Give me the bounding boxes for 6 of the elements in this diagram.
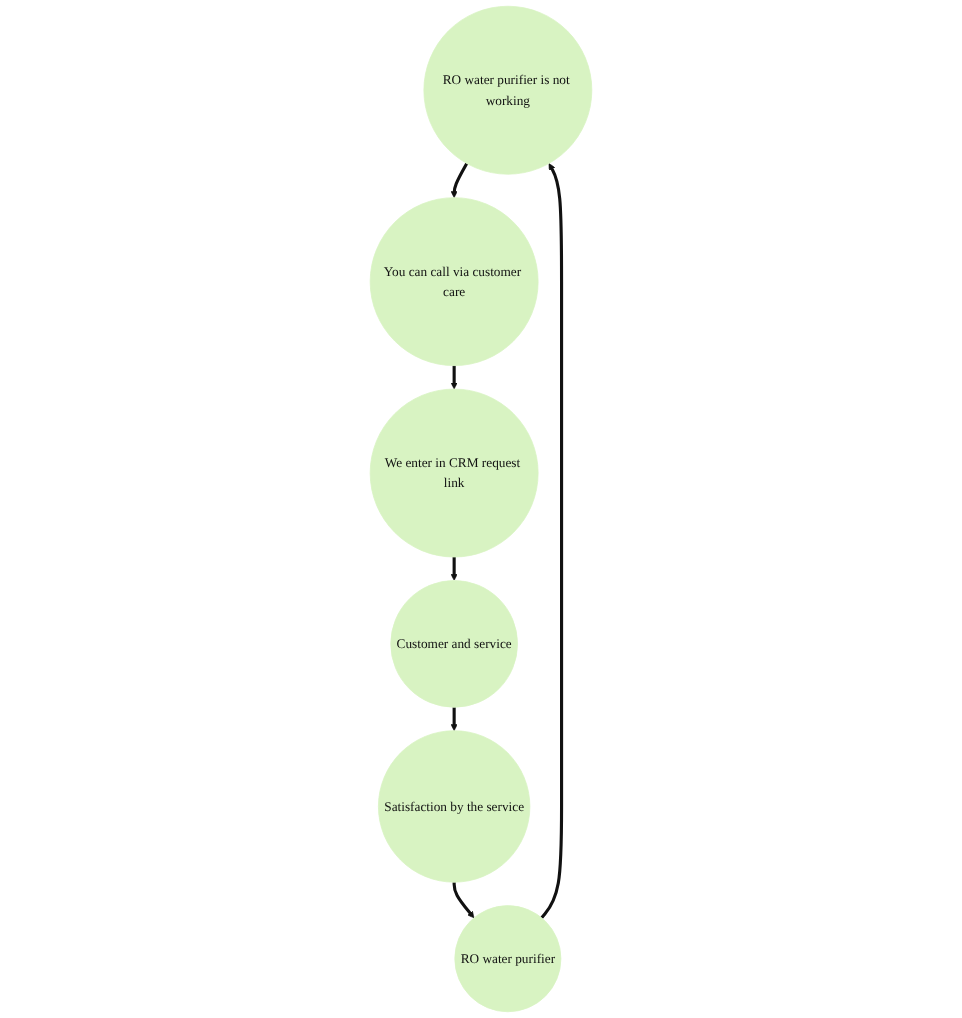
arrow xyxy=(540,163,564,919)
arrow xyxy=(452,882,475,919)
arrow xyxy=(450,707,458,731)
arrow xyxy=(450,162,469,198)
arrow xyxy=(450,365,458,390)
arrow xyxy=(450,557,458,581)
